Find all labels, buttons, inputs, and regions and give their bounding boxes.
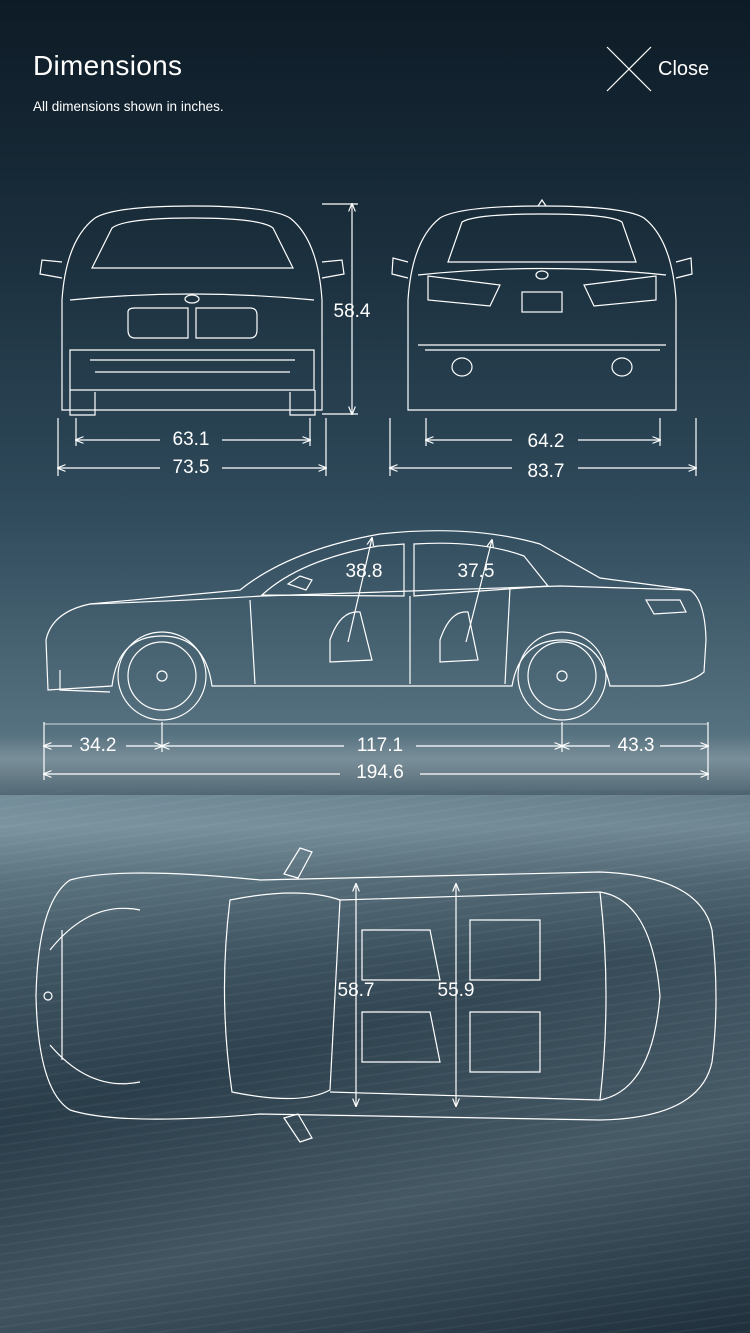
dim-rear-overhang: 43.3 — [617, 735, 655, 756]
dim-front-overhang: 34.2 — [79, 735, 117, 756]
dim-wheelbase: 117.1 — [356, 735, 404, 756]
dim-rear-track: 64.2 — [527, 431, 565, 452]
car-rear-view — [391, 198, 693, 411]
dim-front-track: 63.1 — [172, 429, 210, 450]
dim-width: 73.5 — [172, 457, 210, 478]
close-icon — [606, 46, 652, 92]
dim-front-headroom: 38.8 — [345, 561, 383, 582]
city-horizon-background — [0, 735, 750, 795]
page-subtitle: All dimensions shown in inches. — [33, 99, 224, 114]
dim-rear-shoulder: 55.9 — [437, 980, 475, 1001]
dim-height: 58.4 — [333, 301, 371, 322]
dim-width-mirrors: 83.7 — [527, 461, 565, 482]
car-front-view — [39, 205, 345, 416]
car-top-view — [35, 847, 717, 1143]
dim-overall-length: 194.6 — [356, 762, 404, 783]
close-label: Close — [658, 57, 710, 80]
close-button[interactable]: Close — [604, 44, 716, 94]
dim-rear-headroom: 37.5 — [457, 561, 495, 582]
page-title: Dimensions — [33, 50, 183, 81]
dim-front-shoulder: 58.7 — [337, 980, 375, 1001]
car-side-view — [45, 530, 707, 721]
